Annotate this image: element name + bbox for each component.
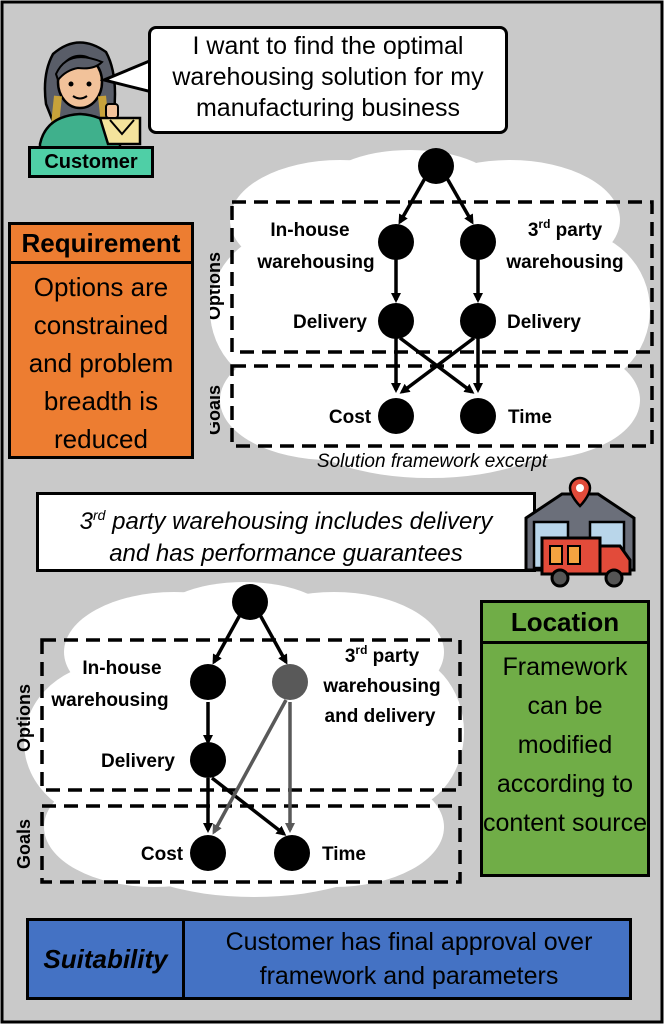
options-label: Options (210, 252, 224, 320)
suitability-title: Suitability (29, 921, 185, 997)
statement-box: 3rd party warehousing includes delivery … (36, 492, 536, 572)
inhouse-label-2-1: In-house (82, 658, 161, 679)
options-box-2 (40, 638, 462, 792)
node-time (460, 398, 496, 434)
node-root-2 (232, 584, 268, 620)
goals-box-2 (40, 804, 462, 884)
warehouse-truck-icon (524, 476, 636, 588)
solution-diagram-1: Options Goals In-house warehousing 3rd p… (210, 148, 654, 478)
goals-label-2: Goals (14, 819, 34, 869)
location-title: Location (480, 600, 650, 644)
thirdparty-label-2-1: 3rd party (345, 643, 420, 667)
delivery-label-2: Delivery (101, 751, 175, 772)
node-thirdparty (460, 224, 496, 260)
cost-label: Cost (329, 407, 372, 428)
thirdparty-label-2-2: warehousing (322, 676, 440, 697)
customer-avatar-icon (38, 41, 142, 150)
delivery-left-label: Delivery (293, 312, 367, 333)
node-delivery-right (460, 303, 496, 339)
node-delivery-left (378, 303, 414, 339)
requirement-title: Requirement (8, 222, 194, 264)
customer-speech-bubble: I want to find the optimal warehousing s… (148, 26, 508, 134)
customer-badge: Customer (28, 146, 154, 178)
node-thirdparty-2 (272, 664, 308, 700)
inhouse-label-1: In-house (270, 220, 349, 241)
node-root (418, 148, 454, 184)
thirdparty-label-1: 3rd party (528, 217, 603, 241)
statement-line-1: 3rd party warehousing includes delivery (79, 507, 493, 535)
node-cost-2 (190, 835, 226, 871)
time-label-2: Time (322, 844, 366, 865)
diagram-caption: Solution framework excerpt (317, 451, 548, 472)
requirement-body: Options are constrained and problem brea… (8, 261, 194, 459)
thirdparty-label-2-3: and delivery (325, 706, 436, 727)
solution-diagram-2: Options Goals In-house warehousing 3rd p… (14, 582, 464, 897)
location-body: Framework can be modified according to c… (480, 641, 650, 877)
thirdparty-label-2: warehousing (505, 252, 623, 273)
suitability-panel: Suitability Customer has final approval … (26, 918, 632, 1000)
cloud-shape (210, 150, 650, 478)
statement-line-2: and has performance guarantees (109, 540, 463, 567)
node-inhouse-2 (190, 664, 226, 700)
options-label-2: Options (14, 684, 34, 752)
node-cost (378, 398, 414, 434)
suitability-body: Customer has final approval over framewo… (225, 928, 593, 990)
options-box (230, 200, 654, 354)
inhouse-label-2-2: warehousing (50, 690, 168, 711)
goals-box (230, 364, 654, 448)
goals-label: Goals (210, 385, 224, 435)
cost-label-2: Cost (141, 844, 184, 865)
delivery-right-label: Delivery (507, 312, 581, 333)
node-delivery-2 (190, 742, 226, 778)
node-inhouse (378, 224, 414, 260)
inhouse-label-2: warehousing (256, 252, 374, 273)
node-time-2 (274, 835, 310, 871)
time-label: Time (508, 407, 552, 428)
cloud-shape-2 (24, 582, 464, 897)
